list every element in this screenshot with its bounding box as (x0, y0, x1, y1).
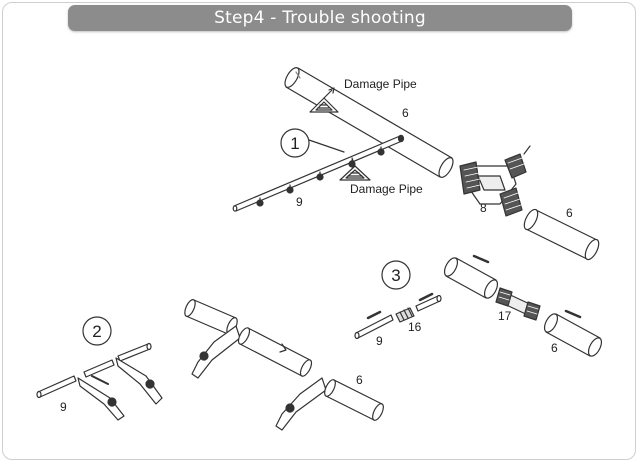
pipe-9-step3-label: 9 (376, 334, 383, 348)
cutter-tool-3 (191, 325, 241, 379)
step-2-circle (82, 316, 112, 346)
cutter-tool-4 (275, 377, 327, 431)
damage-pipe-label-top: Damage Pipe (344, 77, 417, 91)
coupler-16 (395, 307, 415, 323)
damage-marker-top (309, 87, 339, 113)
pipe-6-right-label: 6 (566, 206, 573, 220)
step-1-circle (280, 128, 310, 158)
pipe-cut-middle (237, 327, 313, 377)
connector-17-label: 17 (498, 309, 512, 323)
drip-line-short-step3 (415, 292, 442, 312)
step-3-label: 3 (391, 266, 400, 285)
drip-line-9 (232, 134, 405, 212)
step-1-leader (308, 139, 345, 153)
title-bar: Step4 - Trouble shooting (68, 5, 572, 31)
pipe-9-step2-label: 9 (60, 400, 67, 414)
pipe-6-step3-label: 6 (551, 341, 558, 355)
drip-line-9-step2 (36, 342, 152, 399)
damage-marker-mid (339, 157, 371, 181)
pipe-6-step3-lower (543, 309, 603, 357)
cutter-tool-2 (115, 357, 163, 405)
connector-8-label: 8 (480, 201, 487, 215)
step-3-circle (381, 260, 411, 290)
page-title: Step4 - Trouble shooting (214, 8, 426, 28)
coupler-16-label: 16 (408, 320, 422, 334)
drip-line-9-step3 (354, 310, 394, 340)
step-2-label: 2 (92, 322, 101, 341)
damage-pipe-label-mid: Damage Pipe (350, 182, 423, 196)
step-1-label: 1 (290, 134, 299, 153)
pipe-6-step2 (324, 379, 384, 421)
pipe-6-right (523, 208, 600, 261)
cutter-tool-1 (77, 375, 125, 421)
pipe-6-step2-label: 6 (356, 373, 363, 387)
connector-8 (459, 145, 531, 217)
pipe-6-top-label: 6 (402, 106, 409, 120)
pipe-6-step3-upper (443, 254, 499, 299)
pipe-9-top-label: 9 (296, 195, 303, 209)
connector-17 (495, 287, 541, 321)
